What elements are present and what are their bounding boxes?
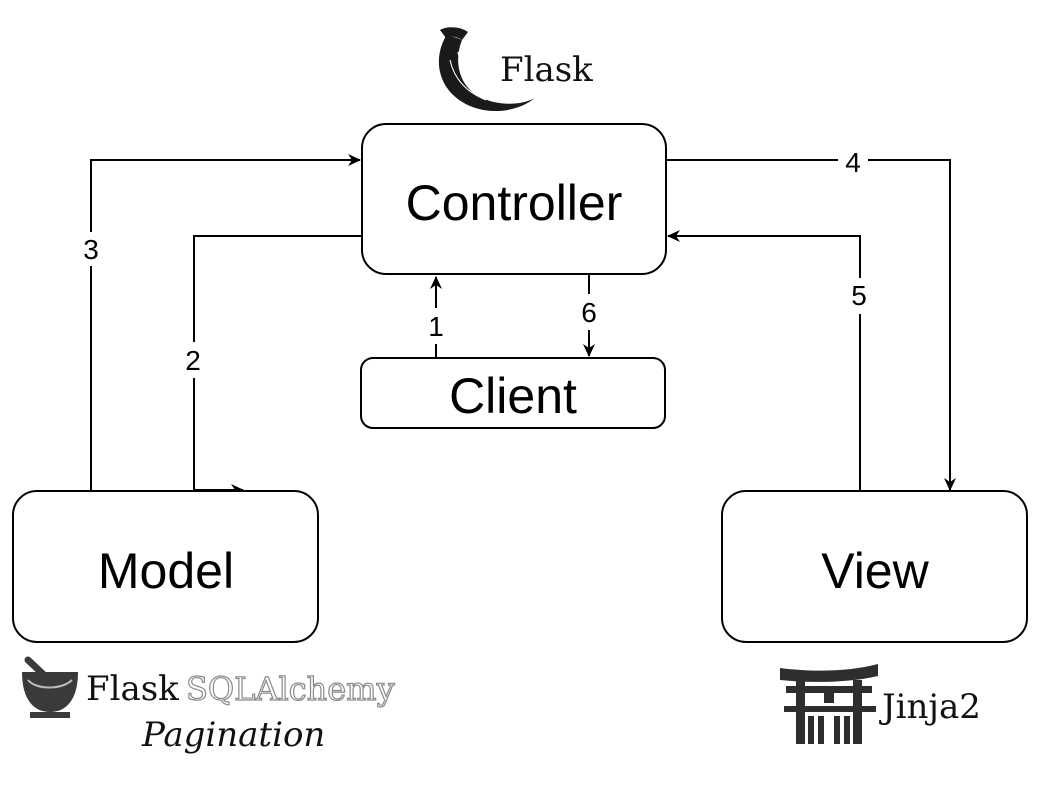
edge-5-line (667, 230, 861, 490)
client-label: Client (449, 368, 577, 424)
view-node[interactable]: View (721, 490, 1028, 643)
controller-label: Controller (406, 175, 623, 231)
sqlalchemy-logo-name-text: SQLAlchemy (186, 670, 395, 708)
sqlalchemy-logo-flask-text: Flask (86, 669, 179, 709)
jinja-logo-text: Jinja2 (879, 687, 981, 727)
edge-4-line (666, 159, 956, 491)
model-node[interactable]: Model (12, 490, 319, 643)
flask-horn-icon (438, 27, 535, 112)
flask-logo-text: Flask (500, 50, 593, 90)
edge-label-5: 5 (851, 280, 867, 311)
controller-node[interactable]: Controller (361, 123, 667, 275)
jinja-logo: Jinja2 (780, 664, 981, 744)
flask-logo: Flask (438, 27, 593, 112)
torii-gate-icon (780, 664, 878, 744)
edge-label-4: 4 (845, 147, 861, 178)
edge-label-2: 2 (185, 345, 201, 376)
edge-3-line (90, 154, 361, 490)
sqlalchemy-logo: Flask SQLAlchemy Pagination (22, 656, 395, 755)
client-node[interactable]: Client (360, 357, 666, 429)
edge-label-1: 1 (428, 311, 444, 342)
edge-label-3: 3 (83, 234, 99, 265)
edge-label-6: 6 (581, 297, 597, 328)
edge-2-line (193, 235, 362, 496)
model-label: Model (98, 543, 234, 599)
mortar-pestle-icon (22, 656, 78, 718)
sqlalchemy-logo-sub-text: Pagination (141, 715, 325, 755)
view-label: View (821, 543, 929, 599)
